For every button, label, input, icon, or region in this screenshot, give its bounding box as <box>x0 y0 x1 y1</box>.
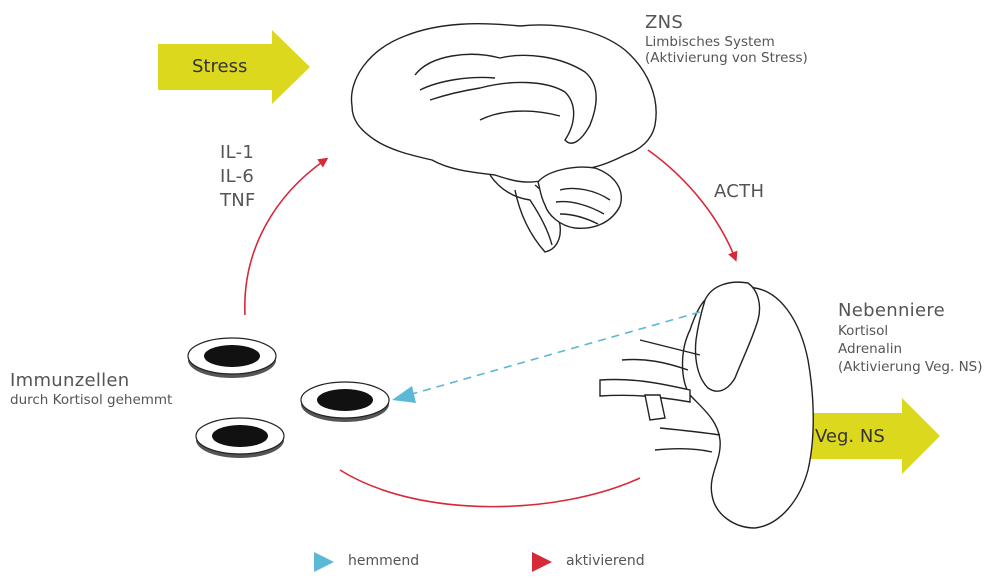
nebenniere-title: Nebenniere <box>838 300 983 322</box>
acth-label: ACTH <box>714 181 764 203</box>
stress-label: Stress <box>192 56 247 77</box>
immunzellen-line1: durch Kortisol gehemmt <box>10 392 172 408</box>
adrenal-kidney-illustration <box>600 282 813 528</box>
immune-cell-1 <box>188 338 276 378</box>
zns-line2: (Aktivierung von Stress) <box>645 50 808 66</box>
nebenniere-line1: Kortisol <box>838 322 983 340</box>
cytokine-labels: IL-1 IL-6 TNF <box>220 141 256 213</box>
cytokine-il1: IL-1 <box>220 141 256 165</box>
legend-activating-label: aktivierend <box>566 553 645 569</box>
zns-line1: Limbisches System <box>645 34 808 50</box>
nebenniere-line2: Adrenalin <box>838 340 983 358</box>
lower-red-arc <box>340 470 640 507</box>
immunzellen-label: Immunzellen durch Kortisol gehemmt <box>10 370 172 408</box>
inhibition-arrow-head <box>392 386 416 403</box>
legend-activating-marker <box>532 552 552 572</box>
legend-inhibiting: hemmend <box>348 553 419 569</box>
cytokine-arrow <box>245 160 325 315</box>
legend-inhibiting-label: hemmend <box>348 553 419 569</box>
acth-arrow <box>648 150 735 258</box>
nebenniere-line3: (Aktivierung Veg. NS) <box>838 358 983 376</box>
zns-title: ZNS <box>645 12 808 34</box>
immunzellen-title: Immunzellen <box>10 370 172 392</box>
nebenniere-label: Nebenniere Kortisol Adrenalin (Aktivieru… <box>838 300 983 376</box>
immune-cell-3 <box>196 418 284 458</box>
legend-inhibiting-marker <box>314 552 334 572</box>
legend-activating: aktivierend <box>566 553 645 569</box>
cytokine-il6: IL-6 <box>220 165 256 189</box>
inhibition-arrow-line <box>412 312 700 394</box>
zns-label: ZNS Limbisches System (Aktivierung von S… <box>645 12 808 66</box>
immune-cell-2 <box>301 382 389 422</box>
brain-illustration <box>351 24 656 252</box>
veg-ns-label: Veg. NS <box>815 426 885 447</box>
cytokine-tnf: TNF <box>220 189 256 213</box>
